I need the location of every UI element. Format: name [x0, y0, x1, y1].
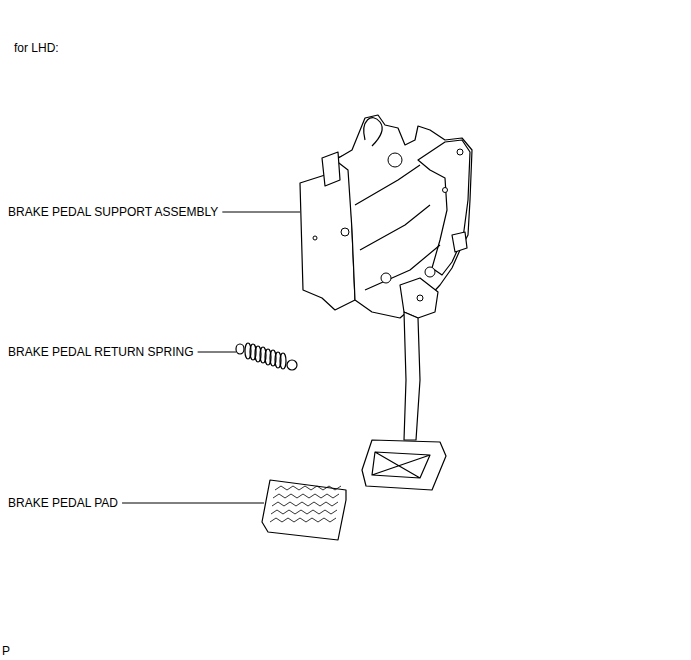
pedal-hub	[400, 278, 438, 318]
leader-line	[222, 212, 300, 213]
leader-line	[198, 352, 236, 353]
part-name: BRAKE PEDAL PAD	[8, 496, 118, 510]
part-name: BRAKE PEDAL SUPPORT ASSEMBLY	[8, 205, 218, 219]
support-tab	[322, 152, 340, 186]
pedal-arm	[404, 312, 420, 440]
heading: for LHD:	[14, 41, 59, 55]
support-rib	[355, 165, 440, 290]
pad-texture	[270, 486, 341, 522]
support-body	[335, 115, 472, 318]
support-right-plate	[418, 140, 470, 275]
pad-body	[262, 480, 346, 540]
leader-line	[122, 503, 264, 504]
part-name: BRAKE PEDAL RETURN SPRING	[8, 345, 194, 359]
figure-code: P	[2, 644, 10, 658]
bolts	[313, 149, 463, 301]
support-wire-loop	[364, 118, 382, 146]
return-spring	[236, 343, 297, 370]
pedal-plate	[362, 440, 446, 490]
pedal-plate-face	[372, 452, 430, 478]
support-tab	[452, 232, 467, 252]
